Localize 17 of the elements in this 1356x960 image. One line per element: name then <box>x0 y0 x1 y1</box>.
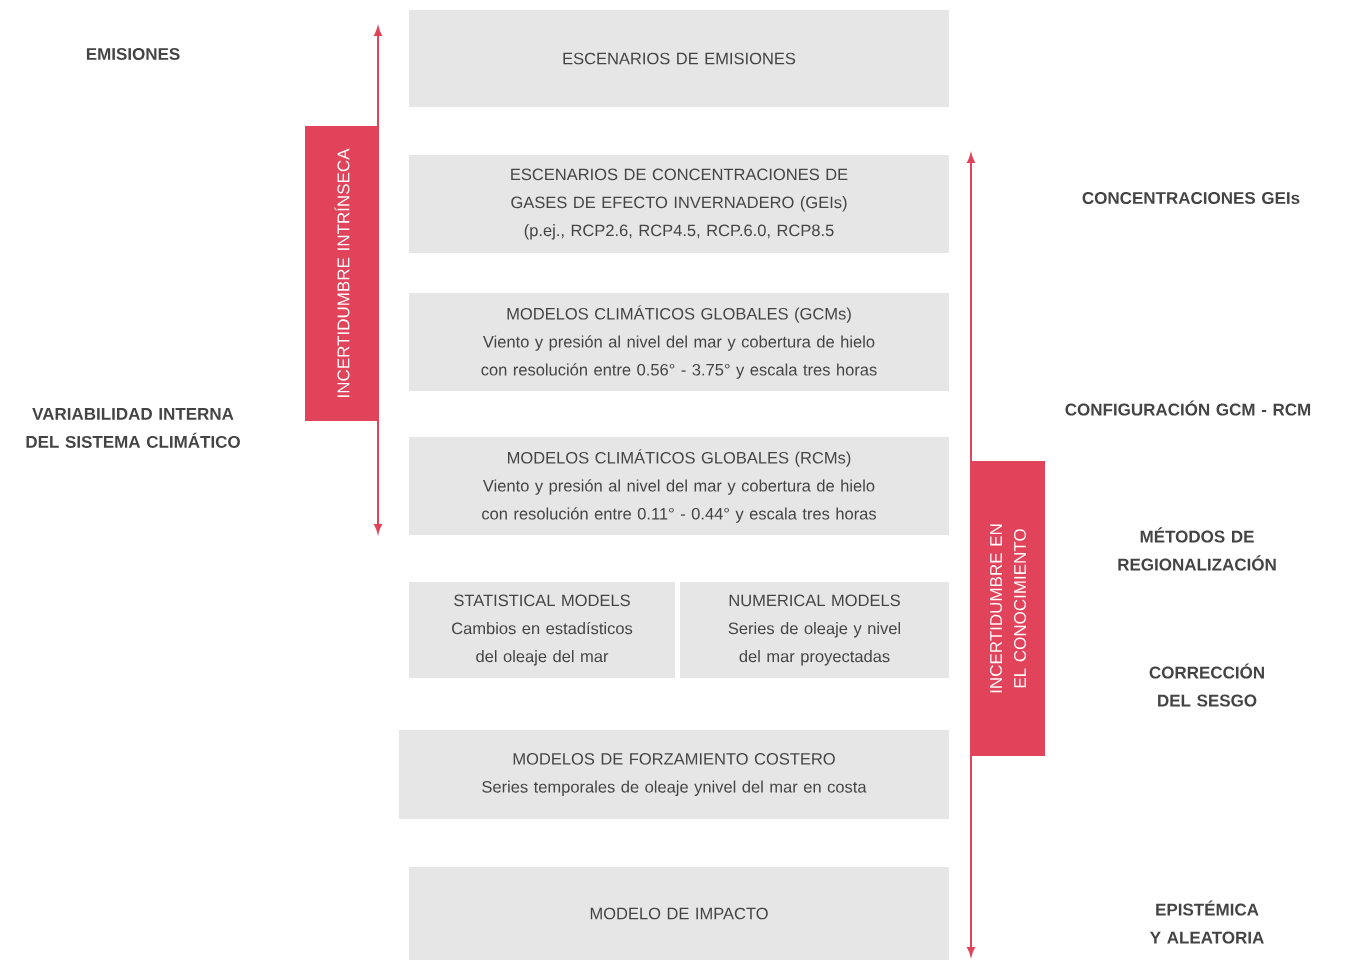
side-label: EPISTÉMICA Y ALEATORIA <box>1150 900 1264 944</box>
process-box: NUMERICAL MODELS Series de oleaje y nivel del mar proyectadas <box>680 582 949 678</box>
process-box: MODELOS CLIMÁTICOS GLOBALES (GCMs) Viento y presión al nivel del mar y cobertura de hielo con resolución entre 0.56° - 3.75° y escala tres horas <box>409 293 949 391</box>
side-label: CONCENTRACIONES GEIs <box>1082 192 1300 204</box>
process-box: ESCENARIOS DE CONCENTRACIONES DE GASES DE EFECTO INVERNADERO (GEIs) (p.ej., RCP2.6, RCP4.5, RCP.6.0, RCP8.5 <box>409 155 949 253</box>
process-box: ESCENARIOS DE EMISIONES <box>409 10 949 107</box>
side-label: MÉTODOS DE REGIONALIZACIÓN <box>1118 527 1276 571</box>
side-label: EMISIONES <box>86 48 180 60</box>
process-box: MODELOS DE FORZAMIENTO COSTERO Series temporales de oleaje ynivel del mar en costa <box>399 730 949 819</box>
process-box: MODELO DE IMPACTO <box>409 867 949 960</box>
uncertainty-bar: INCERTIDUMBRE INTRÍNSECA <box>305 126 379 421</box>
process-box: MODELOS CLIMÁTICOS GLOBALES (RCMs) Viento y presión al nivel del mar y cobertura de hielo con resolución entre 0.11° - 0.44° y escala tres horas <box>409 437 949 535</box>
uncertainty-bar: INCERTIDUMBRE EN EL CONOCIMIENTO <box>971 461 1045 756</box>
process-box: STATISTICAL MODELS Cambios en estadísticos del oleaje del mar <box>409 582 675 678</box>
side-label: VARIABILIDAD INTERNA DEL SISTEMA CLIMÁTICO <box>26 408 240 448</box>
side-label: CORRECCIÓN DEL SESGO <box>1149 663 1264 707</box>
side-label: CONFIGURACIÓN GCM - RCM <box>1065 400 1311 416</box>
